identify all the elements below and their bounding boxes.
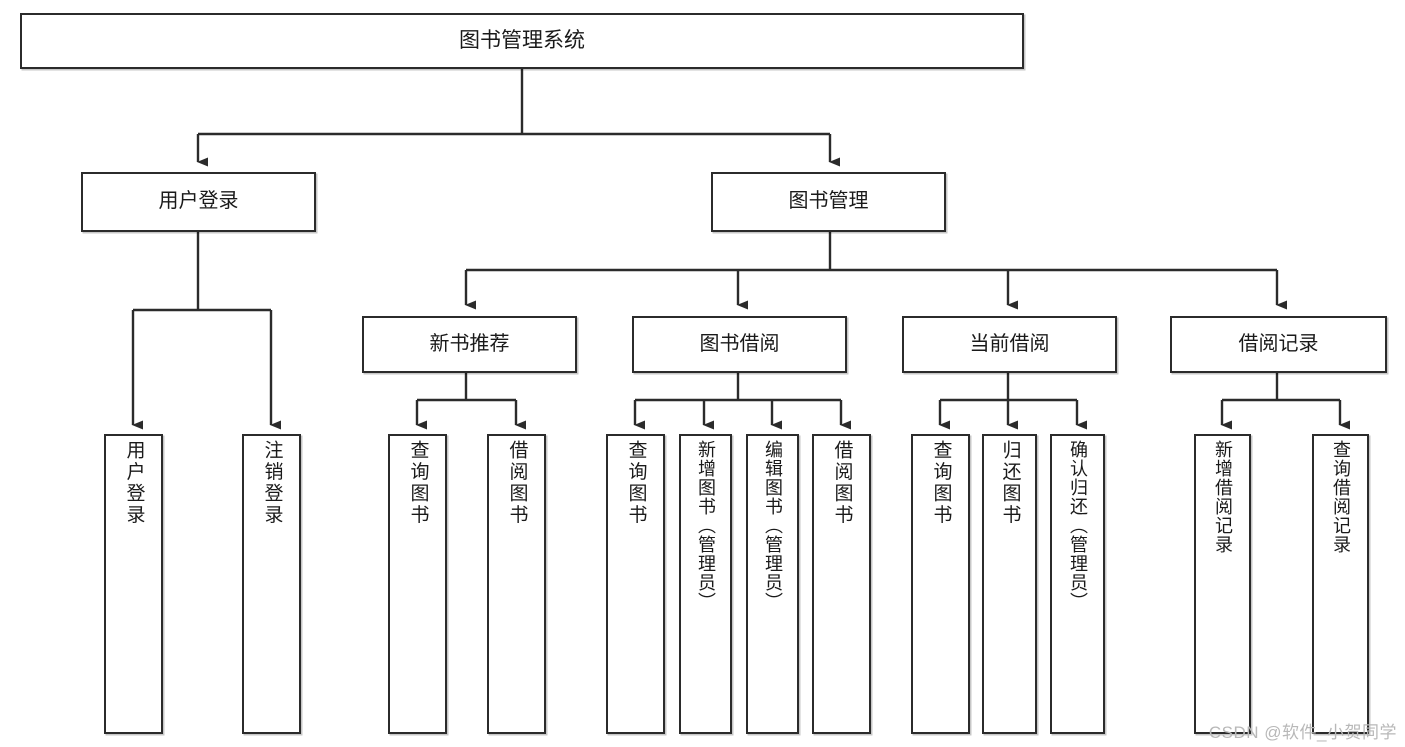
node-leaf-add-book-label: 新增图书（管理员）: [695, 440, 716, 611]
csdn-watermark: CSDN @软件_小贺同学: [1208, 723, 1397, 742]
node-leaf-borrow-book-2[interactable]: 借阅图书: [812, 434, 871, 734]
node-leaf-edit-book[interactable]: 编辑图书（管理员）: [746, 434, 799, 734]
node-root[interactable]: 图书管理系统: [20, 13, 1024, 69]
node-leaf-return-book[interactable]: 归还图书: [982, 434, 1037, 734]
node-book-management[interactable]: 图书管理: [711, 172, 946, 232]
node-leaf-borrow-book-1-label: 借阅图书: [506, 440, 528, 526]
node-leaf-query-book-1-label: 查询图书: [407, 440, 429, 526]
node-leaf-add-book[interactable]: 新增图书（管理员）: [679, 434, 732, 734]
node-leaf-confirm-return[interactable]: 确认归还（管理员）: [1050, 434, 1105, 734]
node-leaf-return-book-label: 归还图书: [999, 440, 1021, 526]
node-leaf-add-record-label: 新增借阅记录: [1212, 440, 1233, 554]
node-leaf-query-record[interactable]: 查询借阅记录: [1312, 434, 1369, 734]
node-new-book-recommend-label: 新书推荐: [429, 332, 510, 355]
node-borrow-record[interactable]: 借阅记录: [1170, 316, 1387, 373]
node-new-book-recommend[interactable]: 新书推荐: [362, 316, 577, 373]
node-book-borrow[interactable]: 图书借阅: [632, 316, 847, 373]
node-leaf-query-book-2-label: 查询图书: [625, 440, 647, 526]
node-leaf-query-book-1[interactable]: 查询图书: [388, 434, 447, 734]
node-leaf-query-book-3[interactable]: 查询图书: [911, 434, 970, 734]
node-user-login-label: 用户登录: [158, 190, 239, 213]
node-leaf-add-record[interactable]: 新增借阅记录: [1194, 434, 1251, 734]
node-leaf-query-record-label: 查询借阅记录: [1330, 440, 1351, 554]
node-leaf-confirm-return-label: 确认归还（管理员）: [1067, 440, 1088, 611]
node-leaf-borrow-book-1[interactable]: 借阅图书: [487, 434, 546, 734]
node-leaf-edit-book-label: 编辑图书（管理员）: [762, 440, 783, 611]
node-leaf-logout[interactable]: 注销登录: [242, 434, 301, 734]
node-book-borrow-label: 图书借阅: [699, 332, 780, 355]
node-book-management-label: 图书管理: [788, 190, 869, 213]
node-user-login[interactable]: 用户登录: [81, 172, 316, 232]
node-current-borrow[interactable]: 当前借阅: [902, 316, 1117, 373]
node-borrow-record-label: 借阅记录: [1238, 332, 1319, 355]
node-leaf-user-login-label: 用户登录: [123, 440, 145, 526]
node-leaf-user-login[interactable]: 用户登录: [104, 434, 163, 734]
node-root-label: 图书管理系统: [459, 28, 585, 52]
node-leaf-query-book-2[interactable]: 查询图书: [606, 434, 665, 734]
node-leaf-logout-label: 注销登录: [261, 440, 283, 526]
node-leaf-query-book-3-label: 查询图书: [930, 440, 952, 526]
node-leaf-borrow-book-2-label: 借阅图书: [831, 440, 853, 526]
node-current-borrow-label: 当前借阅: [969, 332, 1050, 355]
